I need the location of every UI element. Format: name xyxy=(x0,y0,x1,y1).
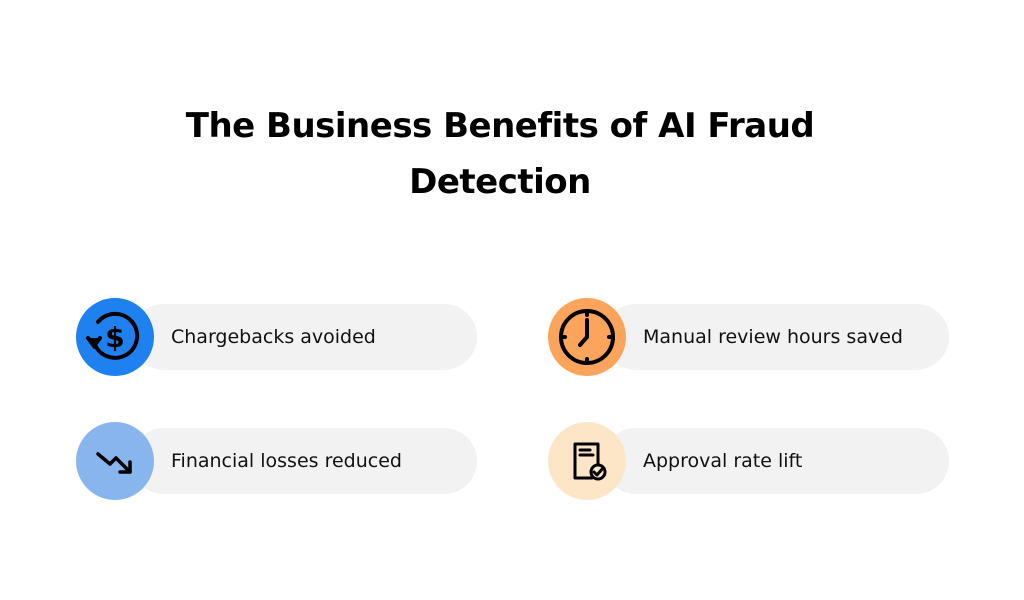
title-line-2: Detection xyxy=(409,162,591,202)
dollar-refresh-icon: $ xyxy=(76,298,154,376)
benefit-label: Manual review hours saved xyxy=(643,326,903,348)
page-title: The Business Benefits of AI Fraud Detect… xyxy=(0,98,1000,210)
benefit-label: Financial losses reduced xyxy=(171,450,402,472)
benefit-pill xyxy=(131,428,477,494)
trend-down-icon xyxy=(76,422,154,500)
benefit-chargebacks: $ Chargebacks avoided xyxy=(76,298,477,376)
benefit-label: Approval rate lift xyxy=(643,450,803,472)
benefit-pill xyxy=(603,428,949,494)
title-line-1: The Business Benefits of AI Fraud xyxy=(185,106,815,146)
benefit-pill xyxy=(131,304,477,370)
benefit-approval-rate: Approval rate lift xyxy=(548,422,949,500)
benefit-financial-losses: Financial losses reduced xyxy=(76,422,477,500)
document-check-icon xyxy=(548,422,626,500)
benefit-review-hours: Manual review hours saved xyxy=(548,298,949,376)
benefit-pill xyxy=(603,304,949,370)
benefit-label: Chargebacks avoided xyxy=(171,326,376,348)
clock-icon xyxy=(548,298,626,376)
svg-text:$: $ xyxy=(105,321,124,354)
